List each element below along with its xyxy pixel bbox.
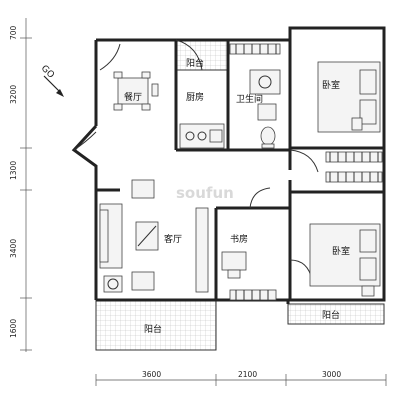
watermark-logo: soufun bbox=[176, 184, 234, 202]
room-label-kitchen: 厨房 bbox=[186, 91, 204, 103]
dim-left-1600: 1600 bbox=[9, 319, 18, 338]
dim-left-3200: 3200 bbox=[9, 85, 18, 104]
kitchen-counter bbox=[179, 123, 225, 149]
room-label-bathroom: 卫生间 bbox=[236, 93, 263, 105]
room-label-study: 书房 bbox=[230, 233, 248, 245]
dim-left-3400: 3400 bbox=[9, 239, 18, 258]
dim-left-700: 700 bbox=[9, 25, 18, 40]
left-dimension-lines bbox=[20, 18, 32, 352]
bedroom-bottom-bed bbox=[309, 223, 381, 297]
tv-cabinet bbox=[195, 207, 209, 293]
compass-label: GO bbox=[39, 64, 56, 81]
bedroom-top-bed bbox=[317, 61, 381, 133]
bottom-dimension-lines bbox=[95, 374, 387, 386]
room-label-living: 客厅 bbox=[164, 233, 182, 245]
left-dimension-labels: 700 3200 1300 3400 1600 bbox=[9, 25, 18, 338]
room-label-balcony-bottom-left: 阳台 bbox=[144, 323, 162, 335]
dining-table bbox=[113, 71, 159, 111]
room-label-bedroom-top: 卧室 bbox=[322, 79, 340, 91]
living-sofa-set bbox=[99, 179, 159, 293]
dim-left-1300: 1300 bbox=[9, 161, 18, 180]
compass-arrow-icon: GO bbox=[39, 64, 64, 97]
walls bbox=[71, 26, 386, 304]
room-label-balcony-bottom-right: 阳台 bbox=[322, 309, 340, 321]
dim-bottom-3000: 3000 bbox=[322, 370, 341, 379]
dim-bottom-3600: 3600 bbox=[142, 370, 161, 379]
room-label-balcony-top: 阳台 bbox=[186, 57, 204, 69]
bathroom-fixtures bbox=[249, 69, 281, 149]
room-label-bedroom-bottom: 卧室 bbox=[332, 245, 350, 257]
dim-bottom-2100: 2100 bbox=[238, 370, 257, 379]
balcony-railings bbox=[229, 43, 281, 301]
bottom-dimension-labels: 3600 2100 3000 bbox=[142, 370, 341, 379]
balcony-bottom-right-area bbox=[287, 303, 385, 325]
study-desk bbox=[221, 251, 247, 279]
balcony-bottom-left-area bbox=[95, 299, 217, 351]
wardrobes bbox=[325, 151, 383, 183]
room-labels: 餐厅 阳台 厨房 卫生间 卧室 客厅 书房 卧室 阳台 阳台 bbox=[124, 57, 350, 335]
room-label-dining: 餐厅 bbox=[124, 91, 142, 103]
